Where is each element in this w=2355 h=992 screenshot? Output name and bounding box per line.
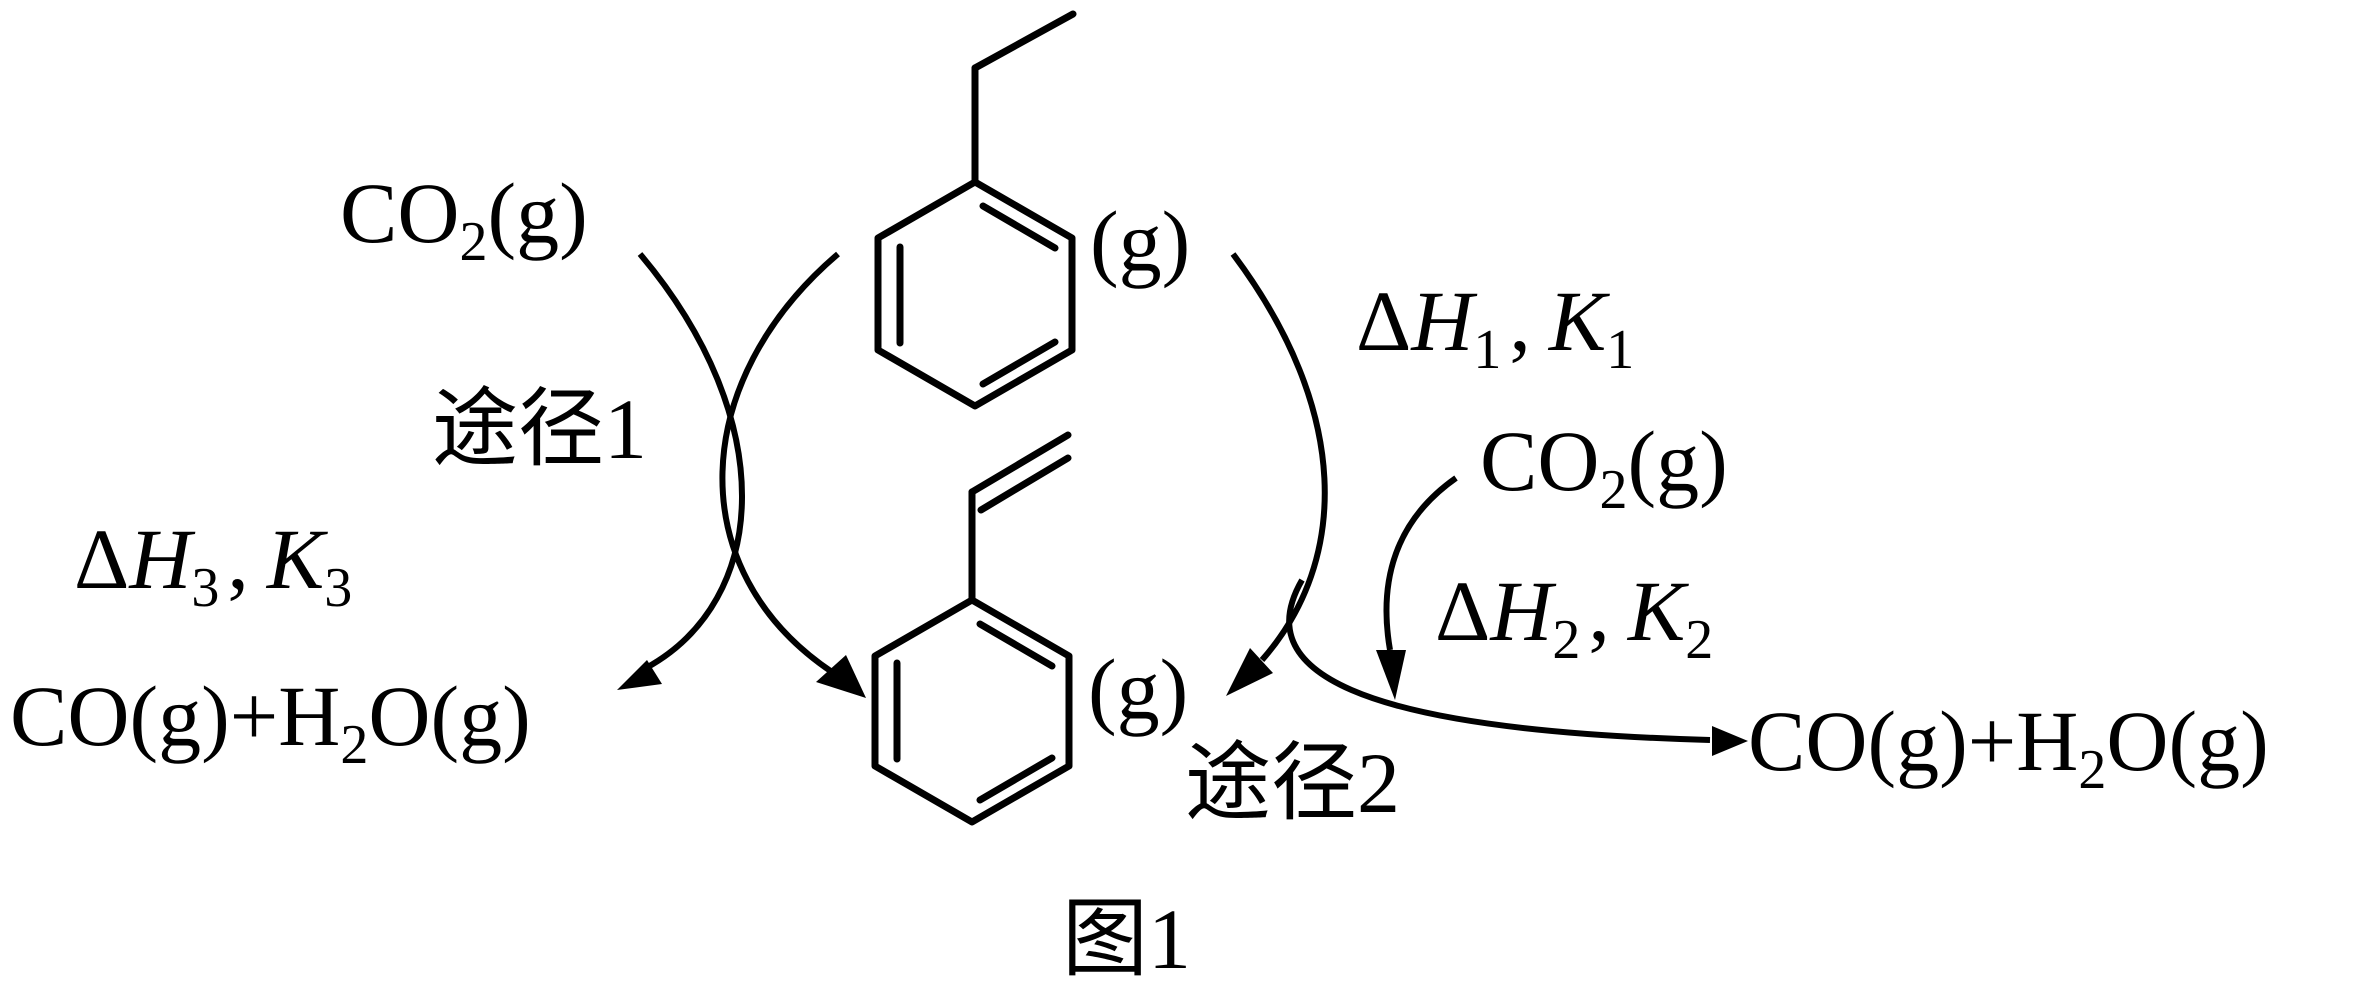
route1-co2: CO2(g) bbox=[340, 165, 588, 273]
ethylbenzene-double-bond-1 bbox=[979, 202, 1059, 252]
route2-co2-arrow bbox=[1383, 475, 1458, 651]
route1-thermo: ΔH3,K3 bbox=[74, 511, 352, 619]
route1-products: CO(g)+H2O(g) bbox=[10, 668, 531, 776]
ethylbenzene-ring bbox=[874, 178, 1076, 410]
route2-co2: CO2(g) bbox=[1480, 413, 1728, 521]
styrene-ring bbox=[871, 596, 1073, 826]
route1-co2-arrow bbox=[637, 252, 745, 671]
styrene-structure bbox=[871, 431, 1073, 826]
ethylbenzene-double-bond-2 bbox=[979, 338, 1059, 388]
styrene-phase: (g) bbox=[1088, 641, 1188, 737]
route2-co2-arrowhead bbox=[1376, 650, 1406, 700]
vinyl-double-bond-a bbox=[968, 431, 1072, 496]
route2-step1-thermo: ΔH1,K1 bbox=[1356, 273, 1634, 381]
route2-branch-arrowhead bbox=[1712, 726, 1748, 756]
vinyl-double-bond-b bbox=[977, 454, 1072, 514]
route1-main-arrow bbox=[719, 251, 840, 675]
route2-branch-arrow bbox=[1286, 578, 1711, 743]
styrene-double-bond-2 bbox=[976, 754, 1056, 804]
figure-caption: 图1 bbox=[1062, 891, 1191, 987]
route1-main-arrowhead bbox=[816, 655, 866, 698]
ethyl-bond-2 bbox=[971, 10, 1077, 72]
route1-co2-arrowhead bbox=[617, 660, 662, 690]
route2-label: 途径2 bbox=[1185, 735, 1400, 831]
route2-main-arrow bbox=[1230, 252, 1328, 662]
route2-main-arrowhead bbox=[1226, 648, 1273, 696]
ethylbenzene-structure bbox=[874, 10, 1077, 410]
styrene-double-bond-1 bbox=[976, 620, 1056, 670]
route1-label: 途径1 bbox=[432, 381, 647, 477]
route2-products: CO(g)+H2O(g) bbox=[1748, 693, 2269, 801]
route2-step2-thermo: ΔH2,K2 bbox=[1435, 563, 1713, 671]
ethylbenzene-phase: (g) bbox=[1090, 193, 1190, 289]
